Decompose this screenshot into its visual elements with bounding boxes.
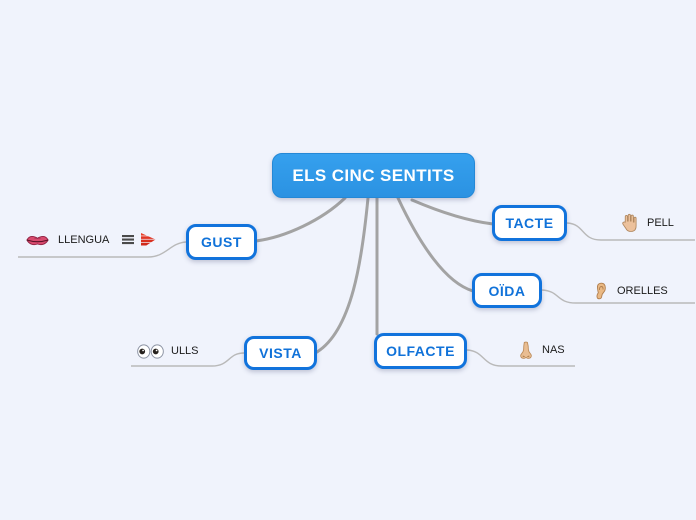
leaf-ulls[interactable]: ULLS — [137, 343, 199, 359]
leaf-orelles-label: ORELLES — [617, 284, 668, 297]
leaf-nas-label: NAS — [542, 344, 565, 356]
leaf-llengua[interactable]: LLENGUA — [26, 230, 156, 249]
leaf-llengua-label: LLENGUA — [58, 233, 110, 246]
hand-icon — [621, 213, 638, 233]
branch-line-tacte — [410, 198, 495, 226]
node-gust[interactable]: GUST — [186, 224, 257, 260]
twig-line-ulls — [131, 352, 245, 367]
nose-icon — [519, 341, 533, 360]
branch-line-oida — [396, 196, 475, 293]
notes-icon[interactable] — [122, 234, 135, 245]
eyes-icon — [137, 343, 164, 359]
leaf-ulls-label: ULLS — [171, 345, 199, 357]
slideshow-icon[interactable] — [140, 232, 156, 247]
node-tacte-label: TACTE — [505, 215, 554, 231]
root-node[interactable]: ELS CINC SENTITS — [272, 153, 475, 198]
node-tacte[interactable]: TACTE — [492, 205, 567, 241]
twig-line-pell — [566, 222, 695, 241]
node-vista[interactable]: VISTA — [244, 336, 317, 370]
node-oida[interactable]: OÏDA — [472, 273, 542, 308]
node-oida-label: OÏDA — [488, 282, 526, 299]
node-olfacte[interactable]: OLFACTE — [374, 333, 467, 369]
twig-line-llengua — [18, 241, 187, 258]
ear-icon — [593, 282, 608, 300]
leaf-pell[interactable]: PELL — [621, 212, 674, 234]
leaf-pell-label: PELL — [647, 217, 674, 229]
branch-line-vista — [315, 196, 370, 354]
twig-line-nas — [466, 349, 575, 367]
leaf-orelles[interactable]: ORELLES — [593, 281, 668, 300]
node-vista-label: VISTA — [259, 345, 302, 361]
root-node-label: ELS CINC SENTITS — [292, 165, 455, 185]
branch-line-gust — [254, 196, 347, 243]
leaf-nas[interactable]: NAS — [519, 340, 565, 360]
node-olfacte-label: OLFACTE — [386, 343, 455, 359]
twig-line-orelles — [541, 289, 695, 304]
node-gust-label: GUST — [201, 234, 242, 250]
lips-icon — [26, 233, 49, 247]
